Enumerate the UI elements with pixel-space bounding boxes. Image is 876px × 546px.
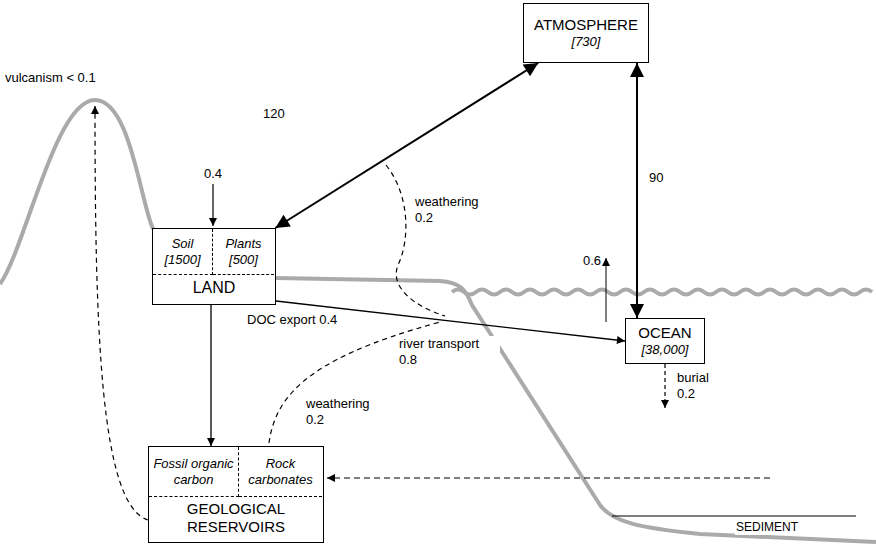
node-text: Plants [225, 236, 261, 252]
vulcanism-arrow [95, 106, 148, 520]
text-block: Rock carbonates [239, 454, 322, 489]
flux-label: 90 [648, 170, 664, 186]
reservoir-box: OCEAN[38,000] [625, 318, 705, 364]
node-text: Rock carbonates [243, 456, 318, 487]
reservoir-box: GEOLOGICAL RESERVOIRS Fossil organic carb… [148, 446, 324, 543]
node-text: [38,000] [638, 342, 691, 358]
text-block: GEOLOGICAL RESERVOIRS [149, 497, 323, 539]
burial-arrow [664, 364, 665, 408]
flux-arrow [636, 63, 638, 318]
node-text: Fossil organic carbon [153, 456, 234, 487]
node-text: LAND [157, 278, 271, 297]
flux-label: river transport 0.8 [398, 336, 500, 369]
text-block: Soil[1500] [160, 234, 204, 269]
text-block: LAND [153, 275, 275, 300]
weathering-curve [386, 165, 445, 316]
pool-cell: Fossil organic carbon [149, 447, 239, 497]
flux-label: 120 [262, 106, 286, 122]
text-block: Fossil organic carbon [149, 454, 238, 489]
node-text: OCEAN [638, 324, 691, 342]
flux-label: 0.4 [203, 166, 223, 182]
flux-arrow [210, 305, 211, 446]
text-block: ATMOSPHERE[730] [530, 14, 642, 52]
node-text: ATMOSPHERE [534, 16, 638, 34]
ground-line [276, 278, 876, 542]
sediment-return-arrow [327, 477, 770, 478]
flux-label: burial 0.2 [676, 370, 723, 403]
reservoir-box: LAND Soil[1500] Plants[500] [152, 228, 276, 305]
flux-label: vulcanism < 0.1 [4, 70, 97, 86]
pool-cell: Plants[500] [213, 229, 274, 275]
node-text: [1500] [164, 252, 200, 268]
sea-surface [452, 290, 872, 295]
node-text: [500] [225, 252, 261, 268]
node-text: GEOLOGICAL RESERVOIRS [153, 500, 319, 536]
flux-label: SEDIMENT [735, 520, 799, 535]
flux-arrow [275, 63, 538, 228]
flux-label: 0.6 [582, 253, 602, 269]
pool-cell: Soil[1500] [153, 229, 213, 275]
node-text: Soil [164, 236, 200, 252]
flux-label: weathering 0.2 [414, 194, 488, 227]
flux-label: weathering 0.2 [305, 396, 379, 429]
text-block: OCEAN[38,000] [634, 322, 695, 360]
reservoir-box: ATMOSPHERE[730] [523, 3, 649, 63]
flux-label: DOC export 0.4 [246, 312, 338, 328]
pool-cell: Rock carbonates [239, 447, 322, 497]
node-text: [730] [534, 34, 638, 50]
text-block: Plants[500] [221, 234, 265, 269]
volcano-outline [0, 100, 153, 284]
input-arrow [212, 184, 213, 226]
sediment-line [612, 515, 856, 516]
outgassing-arrow [606, 258, 607, 322]
